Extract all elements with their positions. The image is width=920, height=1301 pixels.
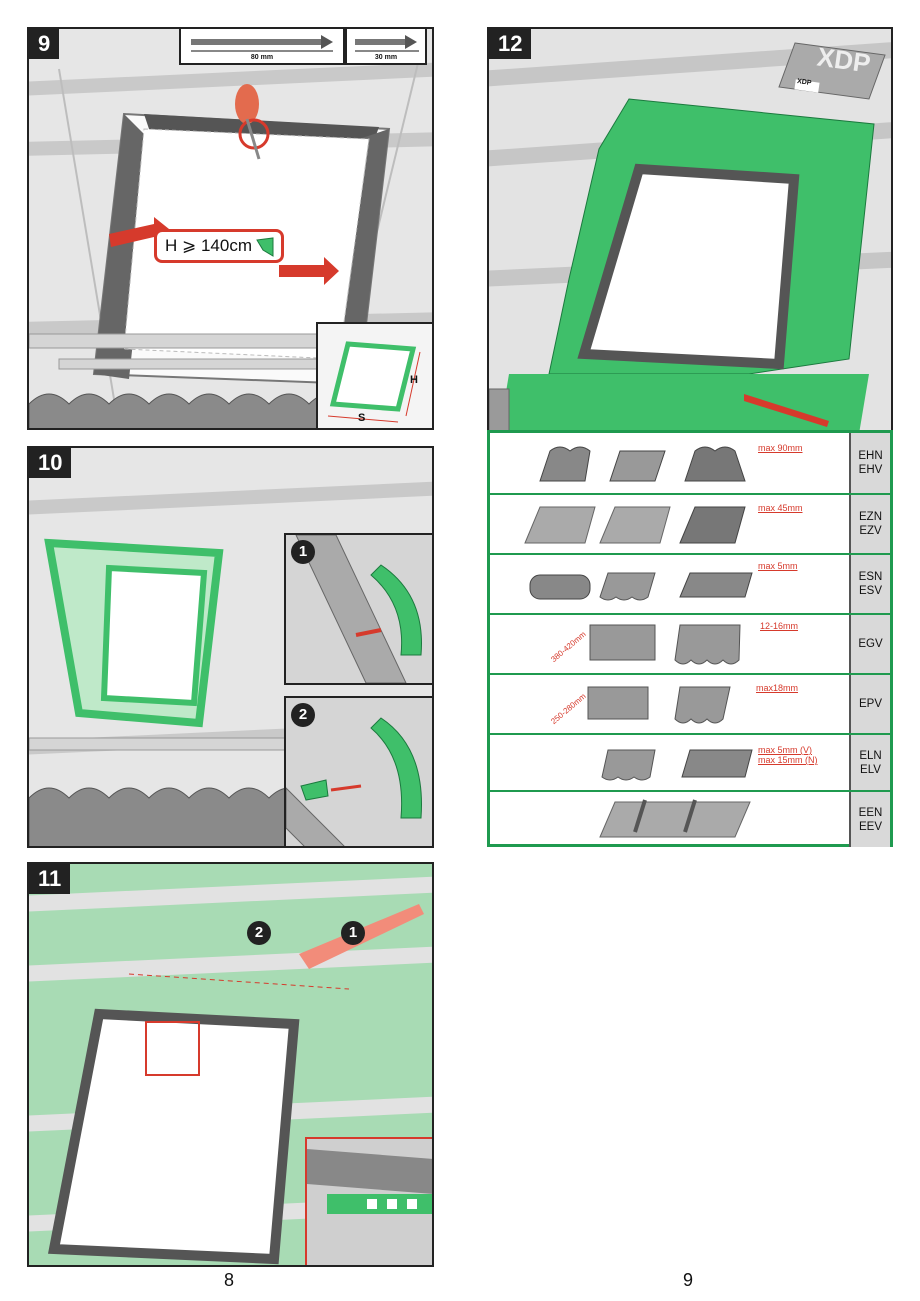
frame-dimension-diagram [327,341,421,423]
max-height-label: max 90mm [758,443,803,453]
tile-profile-icons [529,572,753,601]
flashing-type-table: max 90mm EHN EHV max 45mm EZN EZV max 5mm … [487,430,893,847]
table-row: max 45mm EZN EZV [490,493,890,553]
panel-step-10: 10 1 2 [27,446,434,848]
screw-30mm-label: 30 mm [374,54,398,61]
code-primary: EGV [858,638,883,650]
detail-inset-1: 1 [284,533,432,685]
page-number-right: 9 [683,1270,694,1290]
inset-s-label: S [358,412,366,424]
screw-30mm-box: 30 mm [345,29,427,65]
height-rule-callout: H ⩾ 140cm [154,229,284,263]
table-row: max 90mm EHN EHV [490,433,890,493]
package-icon [778,42,886,100]
flashing-code-cell: EZN EZV [849,495,890,553]
flashing-code-cell: EHN EHV [849,433,890,493]
screw-80mm-box: 80 mm [179,29,345,65]
code-secondary: EZV [859,525,882,537]
step-badge-1: 1 [341,921,365,945]
xdp-package: XDP XDP [777,41,887,103]
code-secondary: EHV [858,464,883,476]
flashing-code-cell: EPV [849,675,890,733]
code-primary: EZN [859,511,882,523]
max-height-label: 12-16mm [760,621,799,631]
code-primary: ELN [859,749,882,762]
inset-h-label: H [410,374,418,386]
step-12-illustration [489,29,891,430]
code-primary: ESN [858,571,883,583]
tile-profile-icons [524,506,746,544]
short-screw-icon [355,35,419,52]
max-height-label-2: max 15mm (N) [758,755,818,765]
bracket-icon [256,237,274,257]
tile-profile-icons [601,749,753,781]
code-secondary: ELV [860,763,881,776]
max-height-label: max 45mm [758,503,803,513]
code-primary: EPV [858,698,882,710]
table-row: max 5mm ESN ESV [490,553,890,613]
code-primary: EHN [858,450,883,462]
tile-profile-icons [589,624,741,665]
step-badge-1: 1 [291,540,315,564]
flashing-code-cell: EGV [849,615,890,673]
detail-inset-2: 2 [284,696,432,846]
tile-profile-icons [539,446,746,482]
page-number-left: 8 [224,1270,235,1290]
hinge-detail-1 [286,535,432,683]
step-number-badge: 12 [489,29,532,59]
frame-size-inset: H S [316,322,432,428]
vent-detail [307,1139,432,1265]
step-number-badge: 9 [29,29,60,59]
code-secondary: ESV [858,585,882,597]
tile-profile-icons [599,799,751,838]
code-primary: EEN [858,806,883,819]
tile-profile-icons [587,686,731,724]
table-row: 250-280mm max18mm EPV [490,673,890,733]
flashing-code-cell: ESN ESV [849,555,890,613]
max-height-label: max 5mm [758,561,798,571]
detail-inset [305,1137,432,1265]
step-number-badge: 10 [29,448,72,478]
step-number-badge: 11 [29,864,71,894]
long-screw-icon [191,35,333,52]
panel-step-11: 11 1 2 [27,862,434,1267]
panel-step-12: 12 XDP XDP [487,27,893,432]
screw-80mm-label: 80 mm [250,54,274,61]
max-height-label: max 5mm (V) [758,745,812,755]
step-badge-2: 2 [291,703,315,727]
step-badge-2: 2 [247,921,271,945]
panel-step-9: 9 80 mm 30 mm H ⩾ 140cm H S [27,27,434,430]
height-rule-text: H ⩾ 140cm [165,236,252,255]
table-row: 380-420mm 12-16mm EGV [490,613,890,673]
code-secondary: EEV [858,820,882,833]
max-height-label: max18mm [756,683,799,693]
